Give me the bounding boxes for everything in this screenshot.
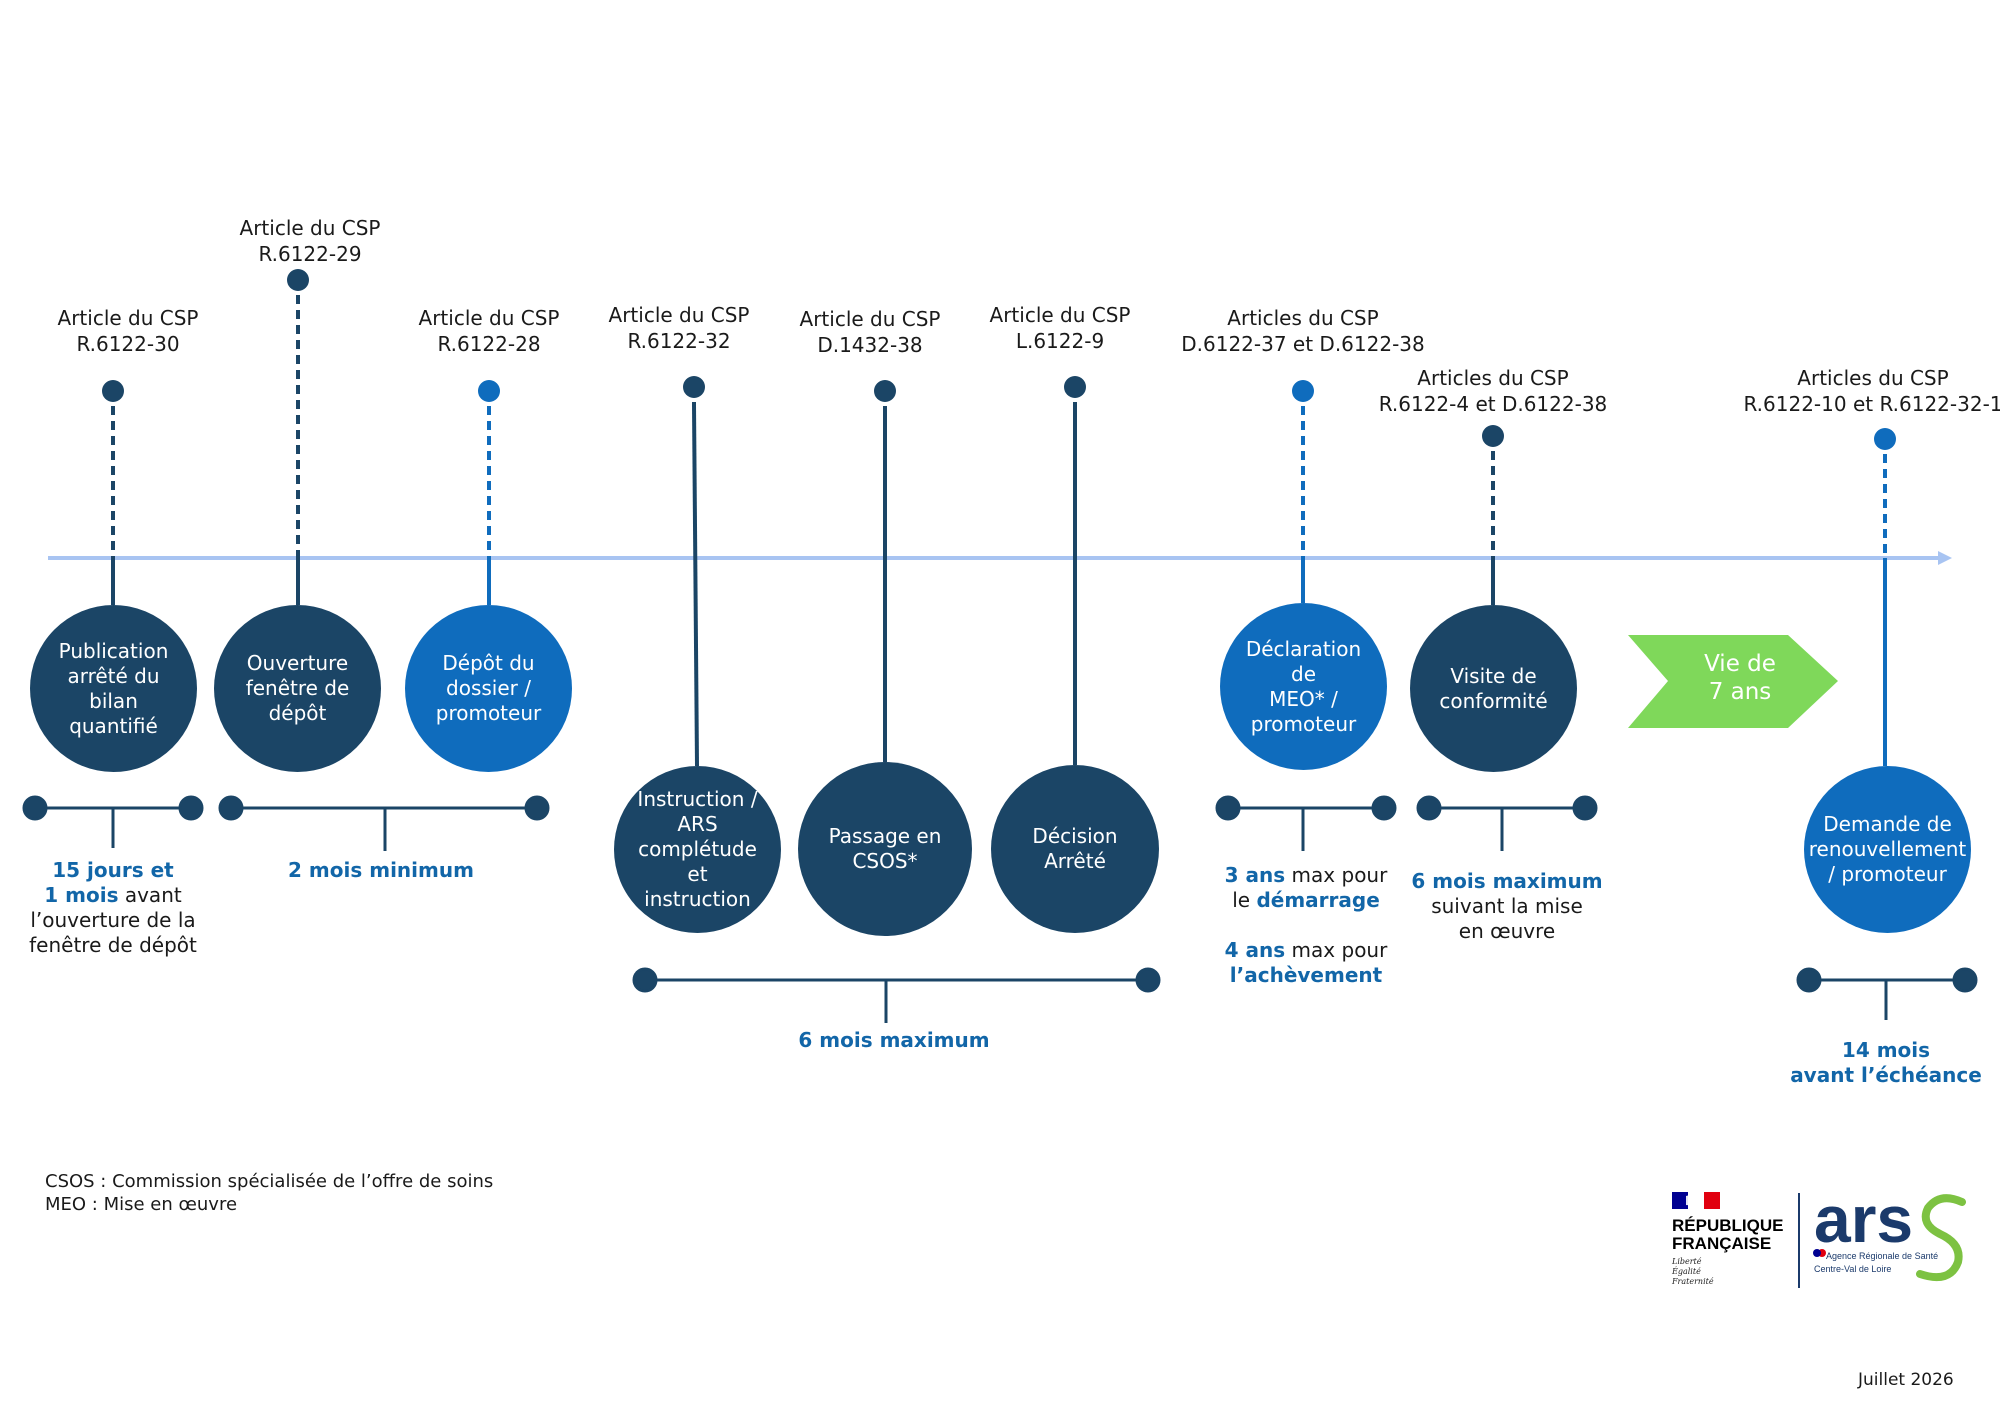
duration-bracket [632, 967, 1161, 1023]
article-dot [287, 269, 309, 291]
article-dot [1292, 380, 1314, 402]
ars-logo-word: ars [1814, 1190, 1913, 1256]
duration-note: 2 mois minimum [288, 858, 474, 882]
marianne-flag-icon [1672, 1192, 1720, 1209]
duration-note: 14 mois avant l’échéance [1790, 1038, 1982, 1087]
duration-note: 6 mois maximum [798, 1028, 990, 1052]
duration-note: 15 jours et 1 mois avant l’ouverture de … [29, 858, 197, 957]
duration-bracket [1416, 795, 1598, 851]
article-dot [102, 380, 124, 402]
step-connector [692, 404, 699, 767]
duration-bracket [1215, 795, 1397, 851]
article-dot [1482, 425, 1504, 447]
ars-subtitle: Agence Régionale de Santé Centre-Val de … [1814, 1251, 1939, 1274]
vie-arrow-shape [1628, 635, 1838, 728]
ars-logo: ars [1813, 1190, 1966, 1281]
duration-bracket [218, 795, 550, 851]
timeline-axis-arrow [1938, 551, 1952, 565]
article-dot [683, 376, 705, 398]
document-date: Juillet 2026 [1858, 1370, 1954, 1390]
article-dot [1064, 376, 1086, 398]
logo-separator [1798, 1193, 1800, 1288]
duration-bracket [22, 795, 204, 848]
article-dot [874, 380, 896, 402]
duration-note: 3 ans max pour le démarrage 4 ans max po… [1224, 863, 1388, 987]
article-dot [1874, 428, 1896, 450]
legend: CSOS : Commission spécialisée de l’offre… [45, 1171, 494, 1215]
duration-note: 6 mois maximum suivant la mise en œuvre [1411, 869, 1603, 943]
duration-bracket [1796, 967, 1978, 1020]
article-dot [478, 380, 500, 402]
